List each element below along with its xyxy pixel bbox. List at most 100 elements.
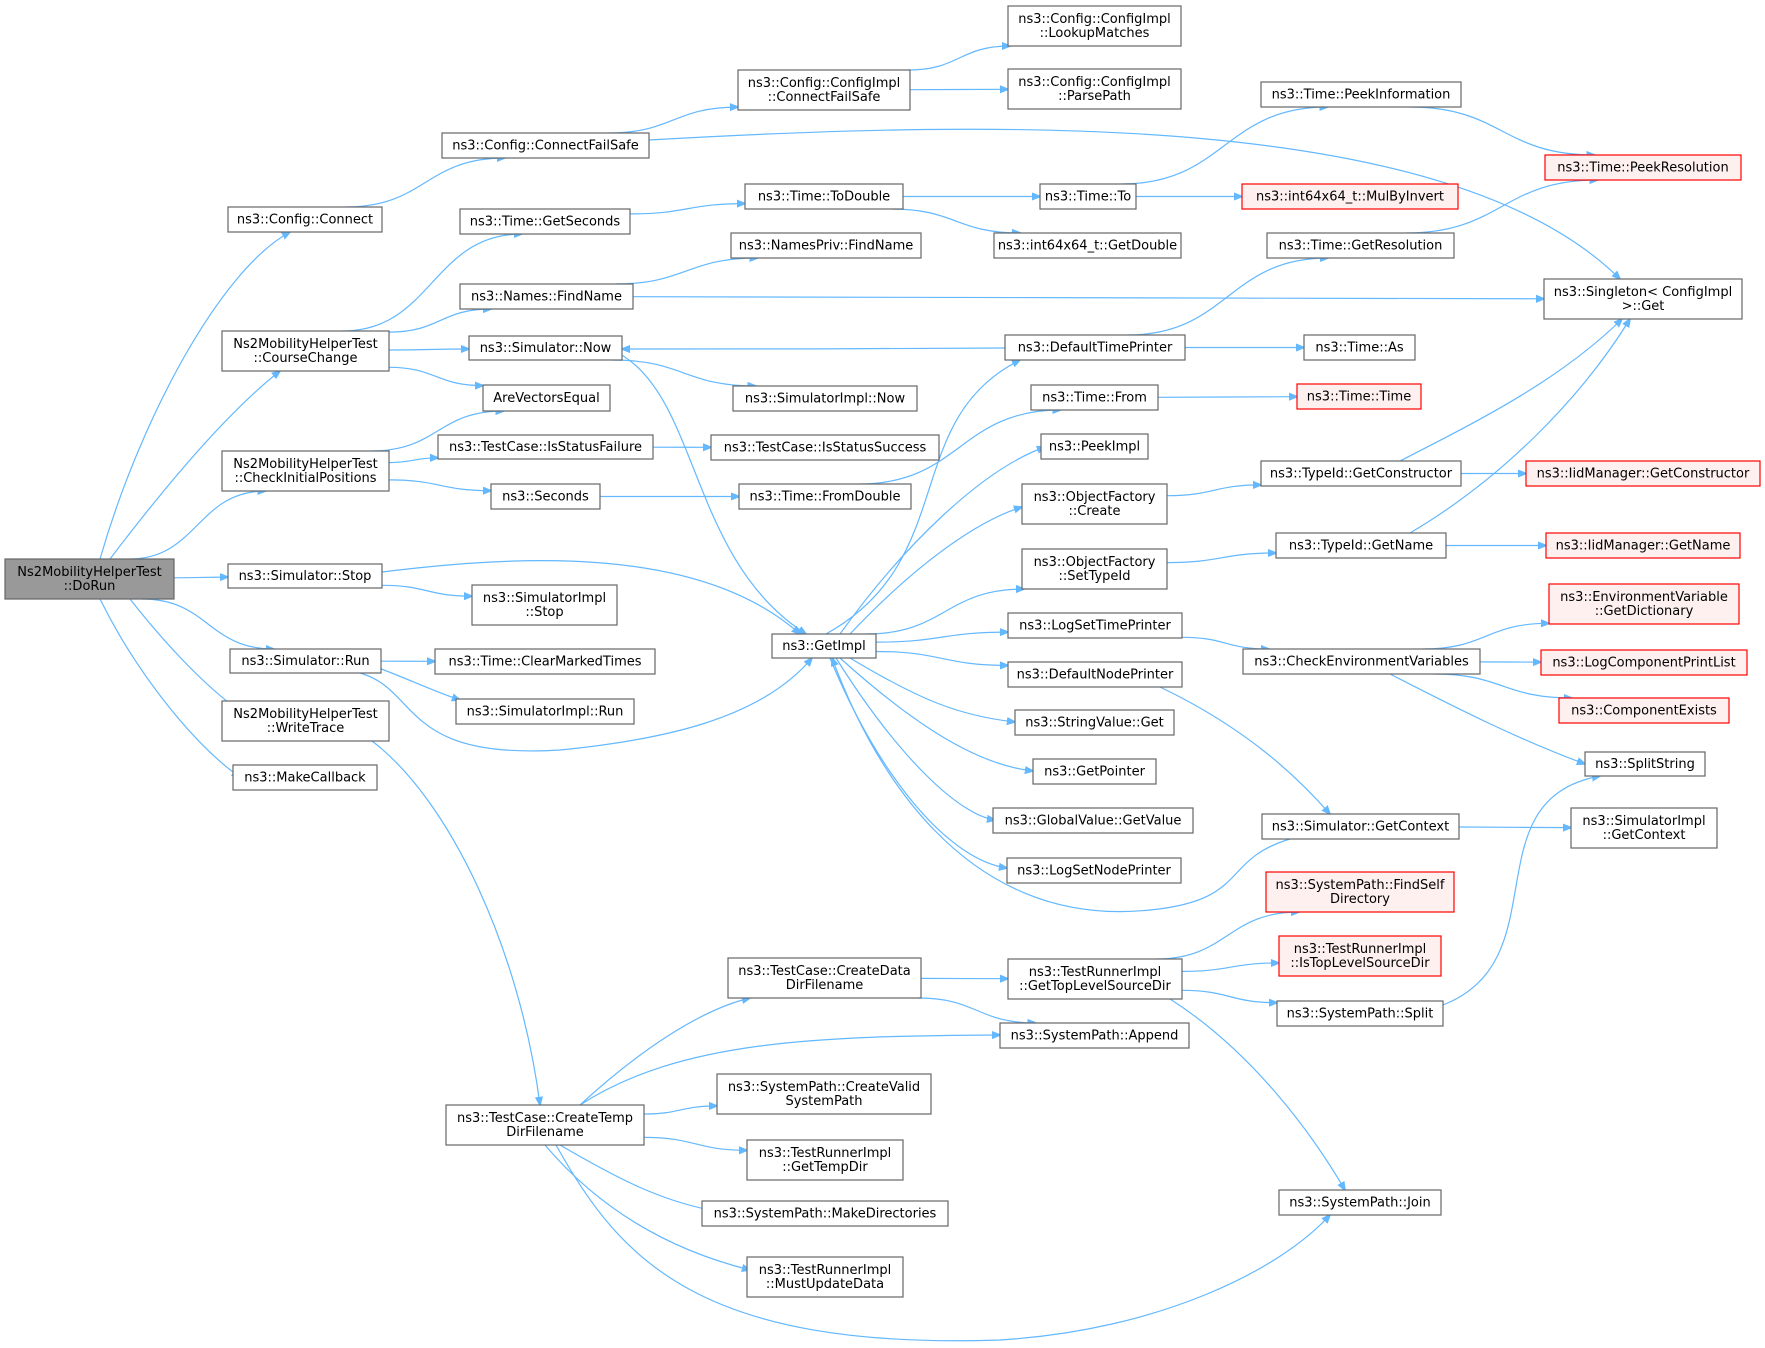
- node-label: ::IsTopLevelSourceDir: [1290, 956, 1430, 971]
- node-time_getresolution[interactable]: ns3::Time::GetResolution: [1266, 232, 1455, 259]
- node-arevectorsequal[interactable]: AreVectorsEqual: [482, 384, 611, 412]
- node-writetrace[interactable]: Ns2MobilityHelperTest::WriteTrace: [221, 700, 390, 742]
- node-box: [1241, 183, 1459, 210]
- node-isstatusfailure[interactable]: ns3::TestCase::IsStatusFailure: [437, 434, 654, 460]
- edge-dorun-to-makecallback: [99, 598, 240, 777]
- node-label: ::CheckInitialPositions: [234, 471, 376, 486]
- node-config_connect[interactable]: ns3::Config::Connect: [227, 206, 383, 233]
- node-makedirectories[interactable]: ns3::SystemPath::MakeDirectories: [701, 1200, 949, 1227]
- node-box: [1004, 334, 1186, 361]
- node-connectfailsafe[interactable]: ns3::Config::ConnectFailSafe: [441, 132, 650, 159]
- node-box: [1278, 935, 1442, 977]
- node-time_as[interactable]: ns3::Time::As: [1303, 334, 1416, 361]
- node-int64_getdouble[interactable]: ns3::int64x64_t::GetDouble: [993, 232, 1182, 259]
- node-namespriv_findname[interactable]: ns3::NamesPriv::FindName: [730, 232, 922, 259]
- node-systempath_append[interactable]: ns3::SystemPath::Append: [999, 1022, 1190, 1049]
- node-mulbyinvert[interactable]: ns3::int64x64_t::MulByInvert: [1241, 183, 1459, 210]
- node-label: Ns2MobilityHelperTest: [233, 337, 377, 352]
- node-time_from[interactable]: ns3::Time::From: [1030, 384, 1159, 411]
- node-typeid_getname[interactable]: ns3::TypeId::GetName: [1275, 532, 1447, 559]
- node-time_getseconds[interactable]: ns3::Time::GetSeconds: [459, 208, 631, 235]
- node-simimpl_run[interactable]: ns3::SimulatorImpl::Run: [455, 698, 635, 725]
- node-time_peekinformation[interactable]: ns3::Time::PeekInformation: [1260, 81, 1462, 108]
- node-mustupdatedata[interactable]: ns3::TestRunnerImpl::MustUpdateData: [746, 1256, 904, 1298]
- node-iid_getconstructor[interactable]: ns3::IidManager::GetConstructor: [1525, 460, 1761, 487]
- node-peekimpl[interactable]: ns3::PeekImpl: [1040, 433, 1149, 460]
- node-envvar_getdictionary[interactable]: ns3::EnvironmentVariable::GetDictionary: [1548, 583, 1740, 625]
- node-sim_run[interactable]: ns3::Simulator::Run: [229, 648, 382, 674]
- node-clearmarkedtimes[interactable]: ns3::Time::ClearMarkedTimes: [434, 648, 656, 675]
- node-getpointer[interactable]: ns3::GetPointer: [1032, 758, 1157, 785]
- node-isstatussuccess[interactable]: ns3::TestCase::IsStatusSuccess: [710, 434, 940, 461]
- node-systempath_split[interactable]: ns3::SystemPath::Split: [1276, 1000, 1444, 1027]
- node-box: [1007, 958, 1183, 1000]
- node-box: [1275, 532, 1447, 559]
- node-label: ::LookupMatches: [1040, 26, 1150, 41]
- node-systempath_join[interactable]: ns3::SystemPath::Join: [1278, 1189, 1442, 1216]
- node-defaulttimeprinter[interactable]: ns3::DefaultTimePrinter: [1004, 334, 1186, 361]
- node-simimpl_now[interactable]: ns3::SimulatorImpl::Now: [732, 385, 918, 412]
- node-box: [1260, 460, 1462, 487]
- node-sim_stop[interactable]: ns3::Simulator::Stop: [227, 563, 383, 589]
- node-singleton_get[interactable]: ns3::Singleton< ConfigImpl >::Get: [1543, 278, 1743, 320]
- node-box: [716, 1073, 932, 1115]
- edge-dorun-to-config_connect: [99, 232, 290, 560]
- node-checkenvvars[interactable]: ns3::CheckEnvironmentVariables: [1242, 648, 1481, 675]
- edge-getimpl-to-objfactory_settypeid: [866, 589, 1024, 635]
- node-label: ::GetDictionary: [1595, 604, 1694, 619]
- node-simimpl_stop[interactable]: ns3::SimulatorImpl::Stop: [471, 584, 618, 626]
- node-iid_getname[interactable]: ns3::IidManager::GetName: [1545, 532, 1741, 559]
- node-box: [229, 648, 382, 674]
- node-label: ns3::StringValue::Get: [1025, 716, 1163, 731]
- node-box: [1278, 1189, 1442, 1216]
- node-dorun[interactable]: Ns2MobilityHelperTest::DoRun: [4, 558, 175, 600]
- node-label: ::GetTempDir: [782, 1160, 868, 1175]
- node-lookupmatches[interactable]: ns3::Config::ConfigImpl::LookupMatches: [1007, 5, 1182, 47]
- node-time_peekresolution[interactable]: ns3::Time::PeekResolution: [1544, 154, 1742, 181]
- node-gettempdir[interactable]: ns3::TestRunnerImpl::GetTempDir: [746, 1139, 904, 1181]
- node-label: ::MustUpdateData: [766, 1277, 884, 1292]
- node-label: ns3::Time::Time: [1307, 390, 1411, 405]
- node-label: ns3::Time::ClearMarkedTimes: [448, 655, 641, 670]
- node-parsepath[interactable]: ns3::Config::ConfigImpl::ParsePath: [1007, 68, 1182, 110]
- node-box: [1030, 384, 1159, 411]
- node-cfgimpl_connectfailsafe[interactable]: ns3::Config::ConfigImpl::ConnectFailSafe: [737, 69, 911, 111]
- node-globalvalue_getvalue[interactable]: ns3::GlobalValue::GetValue: [992, 807, 1194, 834]
- node-splitstring[interactable]: ns3::SplitString: [1584, 751, 1706, 777]
- node-componentexists[interactable]: ns3::ComponentExists: [1558, 697, 1730, 724]
- node-names_findname[interactable]: ns3::Names::FindName: [459, 283, 634, 310]
- node-checkinitial[interactable]: Ns2MobilityHelperTest::CheckInitialPosit…: [221, 450, 390, 492]
- node-makecallback[interactable]: ns3::MakeCallback: [232, 764, 378, 791]
- node-logsettimeprinter[interactable]: ns3::LogSetTimePrinter: [1007, 612, 1183, 639]
- node-gettoplevelsourcedir[interactable]: ns3::TestRunnerImpl::GetTopLevelSourceDi…: [1007, 958, 1183, 1000]
- node-seconds[interactable]: ns3::Seconds: [490, 483, 601, 510]
- edge-checkenvvars-to-envvar_getdictionary: [1422, 623, 1549, 650]
- node-time_todouble[interactable]: ns3::Time::ToDouble: [744, 183, 904, 210]
- node-label: ns3::SplitString: [1595, 757, 1695, 772]
- node-defaultnodeprinter[interactable]: ns3::DefaultNodePrinter: [1007, 661, 1183, 688]
- node-time_to[interactable]: ns3::Time::To: [1039, 183, 1137, 210]
- node-simimpl_getcontext[interactable]: ns3::SimulatorImpl::GetContext: [1570, 807, 1718, 849]
- edge-createtempdir-to-mustupdatedata: [544, 1144, 750, 1270]
- node-time_fromdouble[interactable]: ns3::Time::FromDouble: [738, 483, 912, 510]
- node-label: ns3::Config::ConfigImpl: [1018, 75, 1171, 90]
- node-objfactory_create[interactable]: ns3::ObjectFactory::Create: [1021, 483, 1168, 525]
- edge-names_findname-to-namespriv_findname: [614, 258, 758, 285]
- node-objfactory_settypeid[interactable]: ns3::ObjectFactory::SetTypeId: [1021, 548, 1168, 590]
- node-typeid_getconstructor[interactable]: ns3::TypeId::GetConstructor: [1260, 460, 1462, 487]
- node-sim_now[interactable]: ns3::Simulator::Now: [468, 335, 623, 361]
- node-label: ns3::EnvironmentVariable: [1560, 590, 1728, 605]
- node-time_time[interactable]: ns3::Time::Time: [1296, 383, 1422, 410]
- node-stringvalue_get[interactable]: ns3::StringValue::Get: [1014, 709, 1175, 736]
- node-istoplevelsourcedir[interactable]: ns3::TestRunnerImpl::IsTopLevelSourceDir: [1278, 935, 1442, 977]
- node-label: ns3::Time::From: [1042, 391, 1147, 406]
- node-sim_getcontext[interactable]: ns3::Simulator::GetContext: [1261, 813, 1460, 840]
- node-coursechange[interactable]: Ns2MobilityHelperTest::CourseChange: [221, 330, 390, 372]
- node-logcomponentprintlist[interactable]: ns3::LogComponentPrintList: [1540, 649, 1748, 676]
- node-logsetnodeprinter[interactable]: ns3::LogSetNodePrinter: [1006, 857, 1182, 884]
- node-getimpl[interactable]: ns3::GetImpl: [771, 633, 877, 659]
